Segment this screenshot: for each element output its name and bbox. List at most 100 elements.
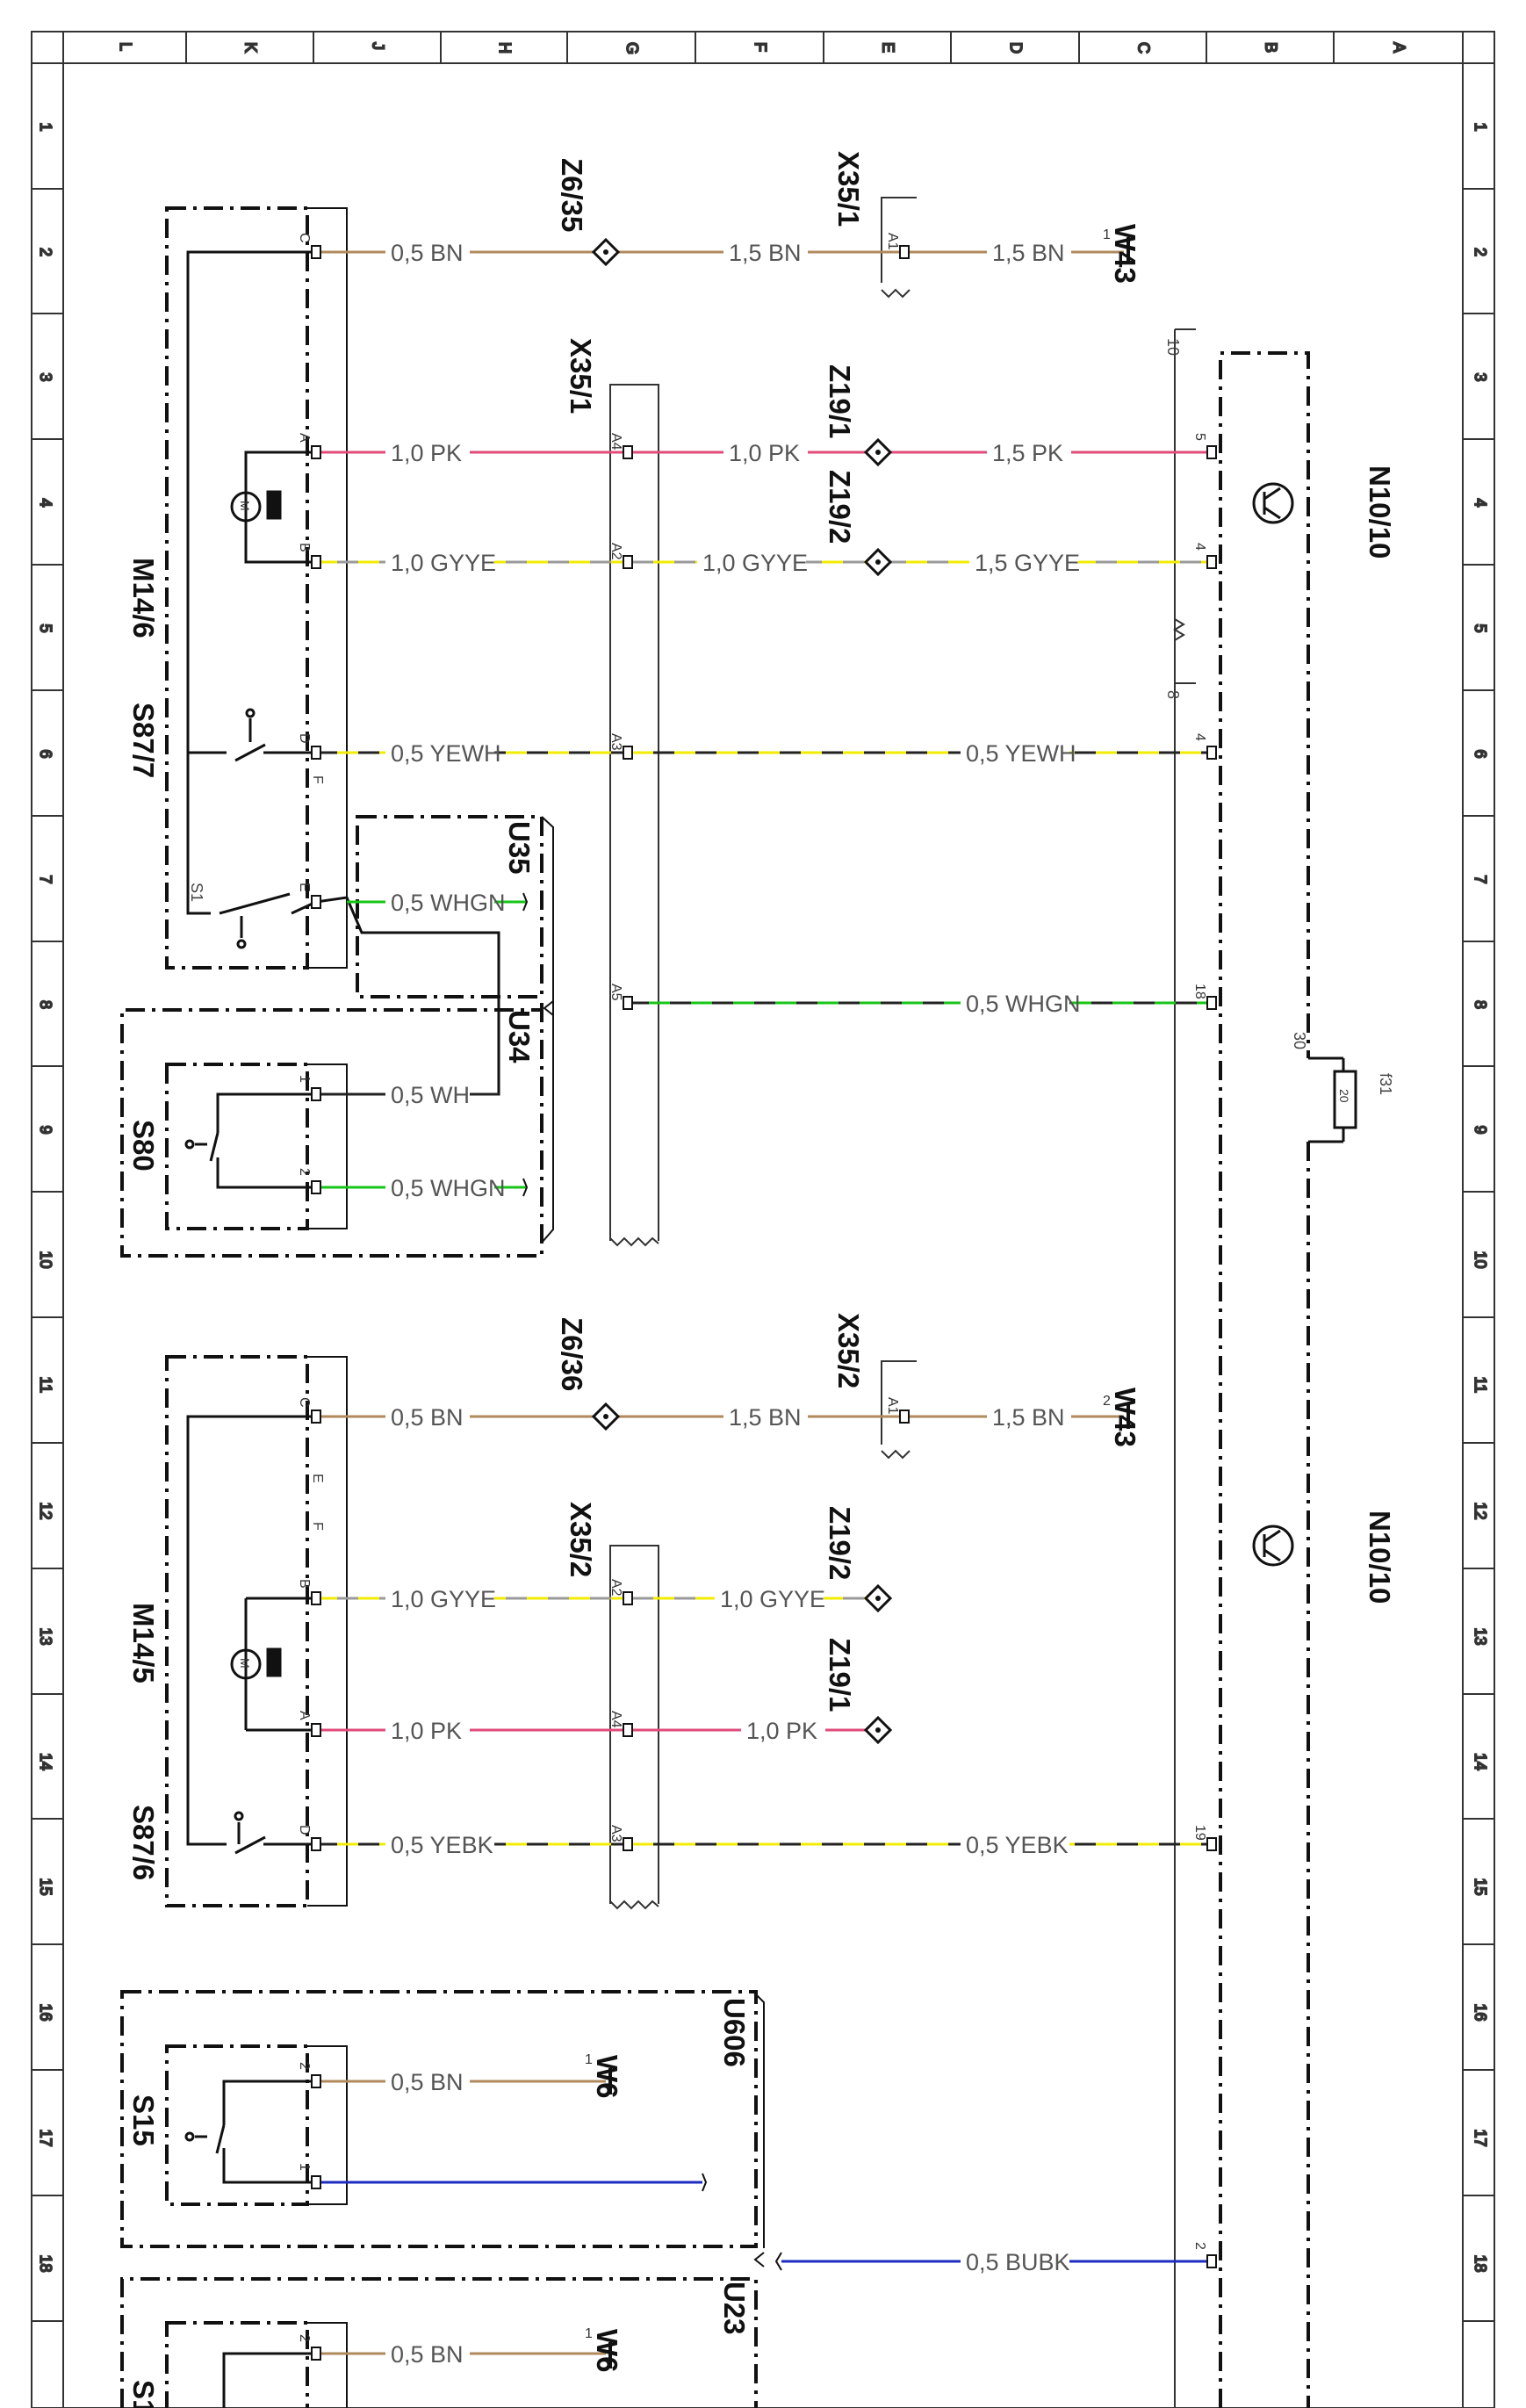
control-unit-label: N10/10 [1364, 1510, 1396, 1604]
pin-terminal [311, 2074, 321, 2088]
row-label: 13 [37, 1628, 54, 1646]
component-body-lines [307, 207, 765, 2408]
pin-label: A2 [608, 543, 623, 560]
row-label: 3 [37, 373, 54, 382]
svg-text:30: 30 [1291, 1032, 1308, 1049]
connector-break-mark [609, 1900, 659, 1910]
w43-label: W43 [1109, 1388, 1141, 1447]
column-label: H [496, 42, 514, 54]
row-label: 6 [37, 750, 54, 759]
column-label: E [880, 42, 897, 53]
splice-z6-35-label: Z6/35 [556, 158, 588, 232]
w43-label: W43 [1109, 224, 1141, 284]
splice-z19-1-label: Z19/1 [824, 1638, 856, 1712]
wire-label: 0,5 BUBK [966, 2249, 1070, 2275]
row-label: 1 [1472, 123, 1489, 132]
pin-label: A4 [608, 433, 623, 451]
pin-label: D [297, 1825, 312, 1835]
wire-label: 1,0 GYYE [720, 1586, 825, 1612]
row-label: 17 [37, 2130, 54, 2147]
pin-label: 4 [1192, 543, 1207, 551]
row-label: 16 [37, 2004, 54, 2022]
pin-terminal [311, 245, 321, 259]
wire-label: 1,0 PK [391, 1718, 462, 1744]
row-label: 11 [1472, 1377, 1489, 1394]
row-label: 4 [1472, 499, 1489, 508]
pin-label: A3 [608, 733, 623, 751]
connector-block-8-label: 8 [1164, 690, 1182, 699]
wire-label: 1,0 GYYE [391, 1586, 496, 1612]
wire-label: 1,0 GYYE [391, 550, 496, 576]
pin-label: A [297, 1711, 312, 1720]
row-label: 15 [37, 1878, 54, 1896]
splice-z19-1-label: Z19/1 [824, 364, 856, 438]
pin-terminal [623, 1723, 633, 1737]
component-u35-label: U35 [503, 821, 536, 875]
pin-terminal [1206, 445, 1217, 459]
wire-label: 0,5 YEBK [391, 1832, 493, 1858]
pin-label: E [310, 1474, 325, 1483]
pin-terminal [623, 555, 633, 569]
wire-label: 0,5 WHGN [391, 890, 506, 916]
row-label: 1 [37, 123, 54, 132]
wire-label: 1,5 BN [729, 240, 802, 266]
m14-5-internal-wiring [186, 1415, 316, 1855]
pin-terminal [311, 895, 321, 909]
wire-label: 1,5 BN [992, 1404, 1065, 1431]
pin-label: 19 [1192, 1825, 1207, 1841]
pin-label: 2 [297, 1168, 312, 1176]
wire-label: 0,5 YEWH [966, 740, 1076, 767]
sheet-frame [31, 31, 1495, 2408]
connector-break-mark [881, 288, 911, 299]
pin-label: 2 [1103, 1394, 1111, 1409]
column-label: G [623, 42, 641, 54]
x35-1-connector-label: X35/1 [565, 338, 597, 414]
w43-ground-terminal [608, 237, 1130, 2368]
pin-label: B [297, 1579, 312, 1589]
row-label: 8 [37, 1000, 54, 1009]
row-label: 16 [1472, 2004, 1489, 2022]
row-label: 10 [1472, 1251, 1489, 1269]
wire-label: 1,5 BN [992, 240, 1065, 266]
pin-terminal [623, 996, 633, 1010]
pin-label: 1 [297, 1075, 312, 1083]
row-label: 14 [1472, 1753, 1489, 1770]
pin-label: A1 [885, 1397, 900, 1415]
row-label: 7 [37, 876, 54, 884]
pin-label: 18 [1192, 984, 1207, 999]
pin-terminal [311, 2175, 321, 2189]
wire-label: 0,5 YEBK [966, 1832, 1069, 1858]
pin-label: A [297, 433, 312, 443]
row-label: 7 [1472, 876, 1489, 884]
column-label: B [1263, 42, 1280, 53]
pin-terminal [311, 1409, 321, 1424]
pin-terminal [623, 1591, 633, 1605]
pin-label: 4 [1192, 733, 1207, 741]
w6-label: W6 [591, 2329, 623, 2373]
fuse-f31: 20 30 f31 [1291, 1032, 1394, 1143]
brace-mark [543, 1000, 554, 1016]
wire-label: 1,5 GYYE [975, 550, 1080, 576]
component-m14-6-label: M14/6 [127, 558, 160, 638]
wire-label: 1,0 PK [746, 1718, 817, 1744]
pin-label: F [310, 775, 325, 784]
component-outlines [120, 206, 758, 2408]
control-unit-label: N10/10 [1364, 465, 1396, 559]
s80-internal-wiring [209, 1092, 316, 1189]
component-s87-7-label: S87/7 [127, 703, 160, 778]
pin-terminal [1206, 1837, 1217, 1851]
pin-label: A4 [608, 1711, 623, 1728]
component-s87-6-label: S87/6 [127, 1805, 160, 1880]
switch-actuator [184, 708, 256, 2142]
wire-label: 0,5 BN [391, 2341, 464, 2368]
wire-label: 0,5 WHGN [391, 1175, 506, 1201]
wire-label: 0,5 BN [391, 1404, 464, 1431]
wire-label: 0,5 BN [391, 240, 464, 266]
pin-label: 1 [297, 2163, 312, 2171]
row-label: 5 [1472, 624, 1489, 633]
